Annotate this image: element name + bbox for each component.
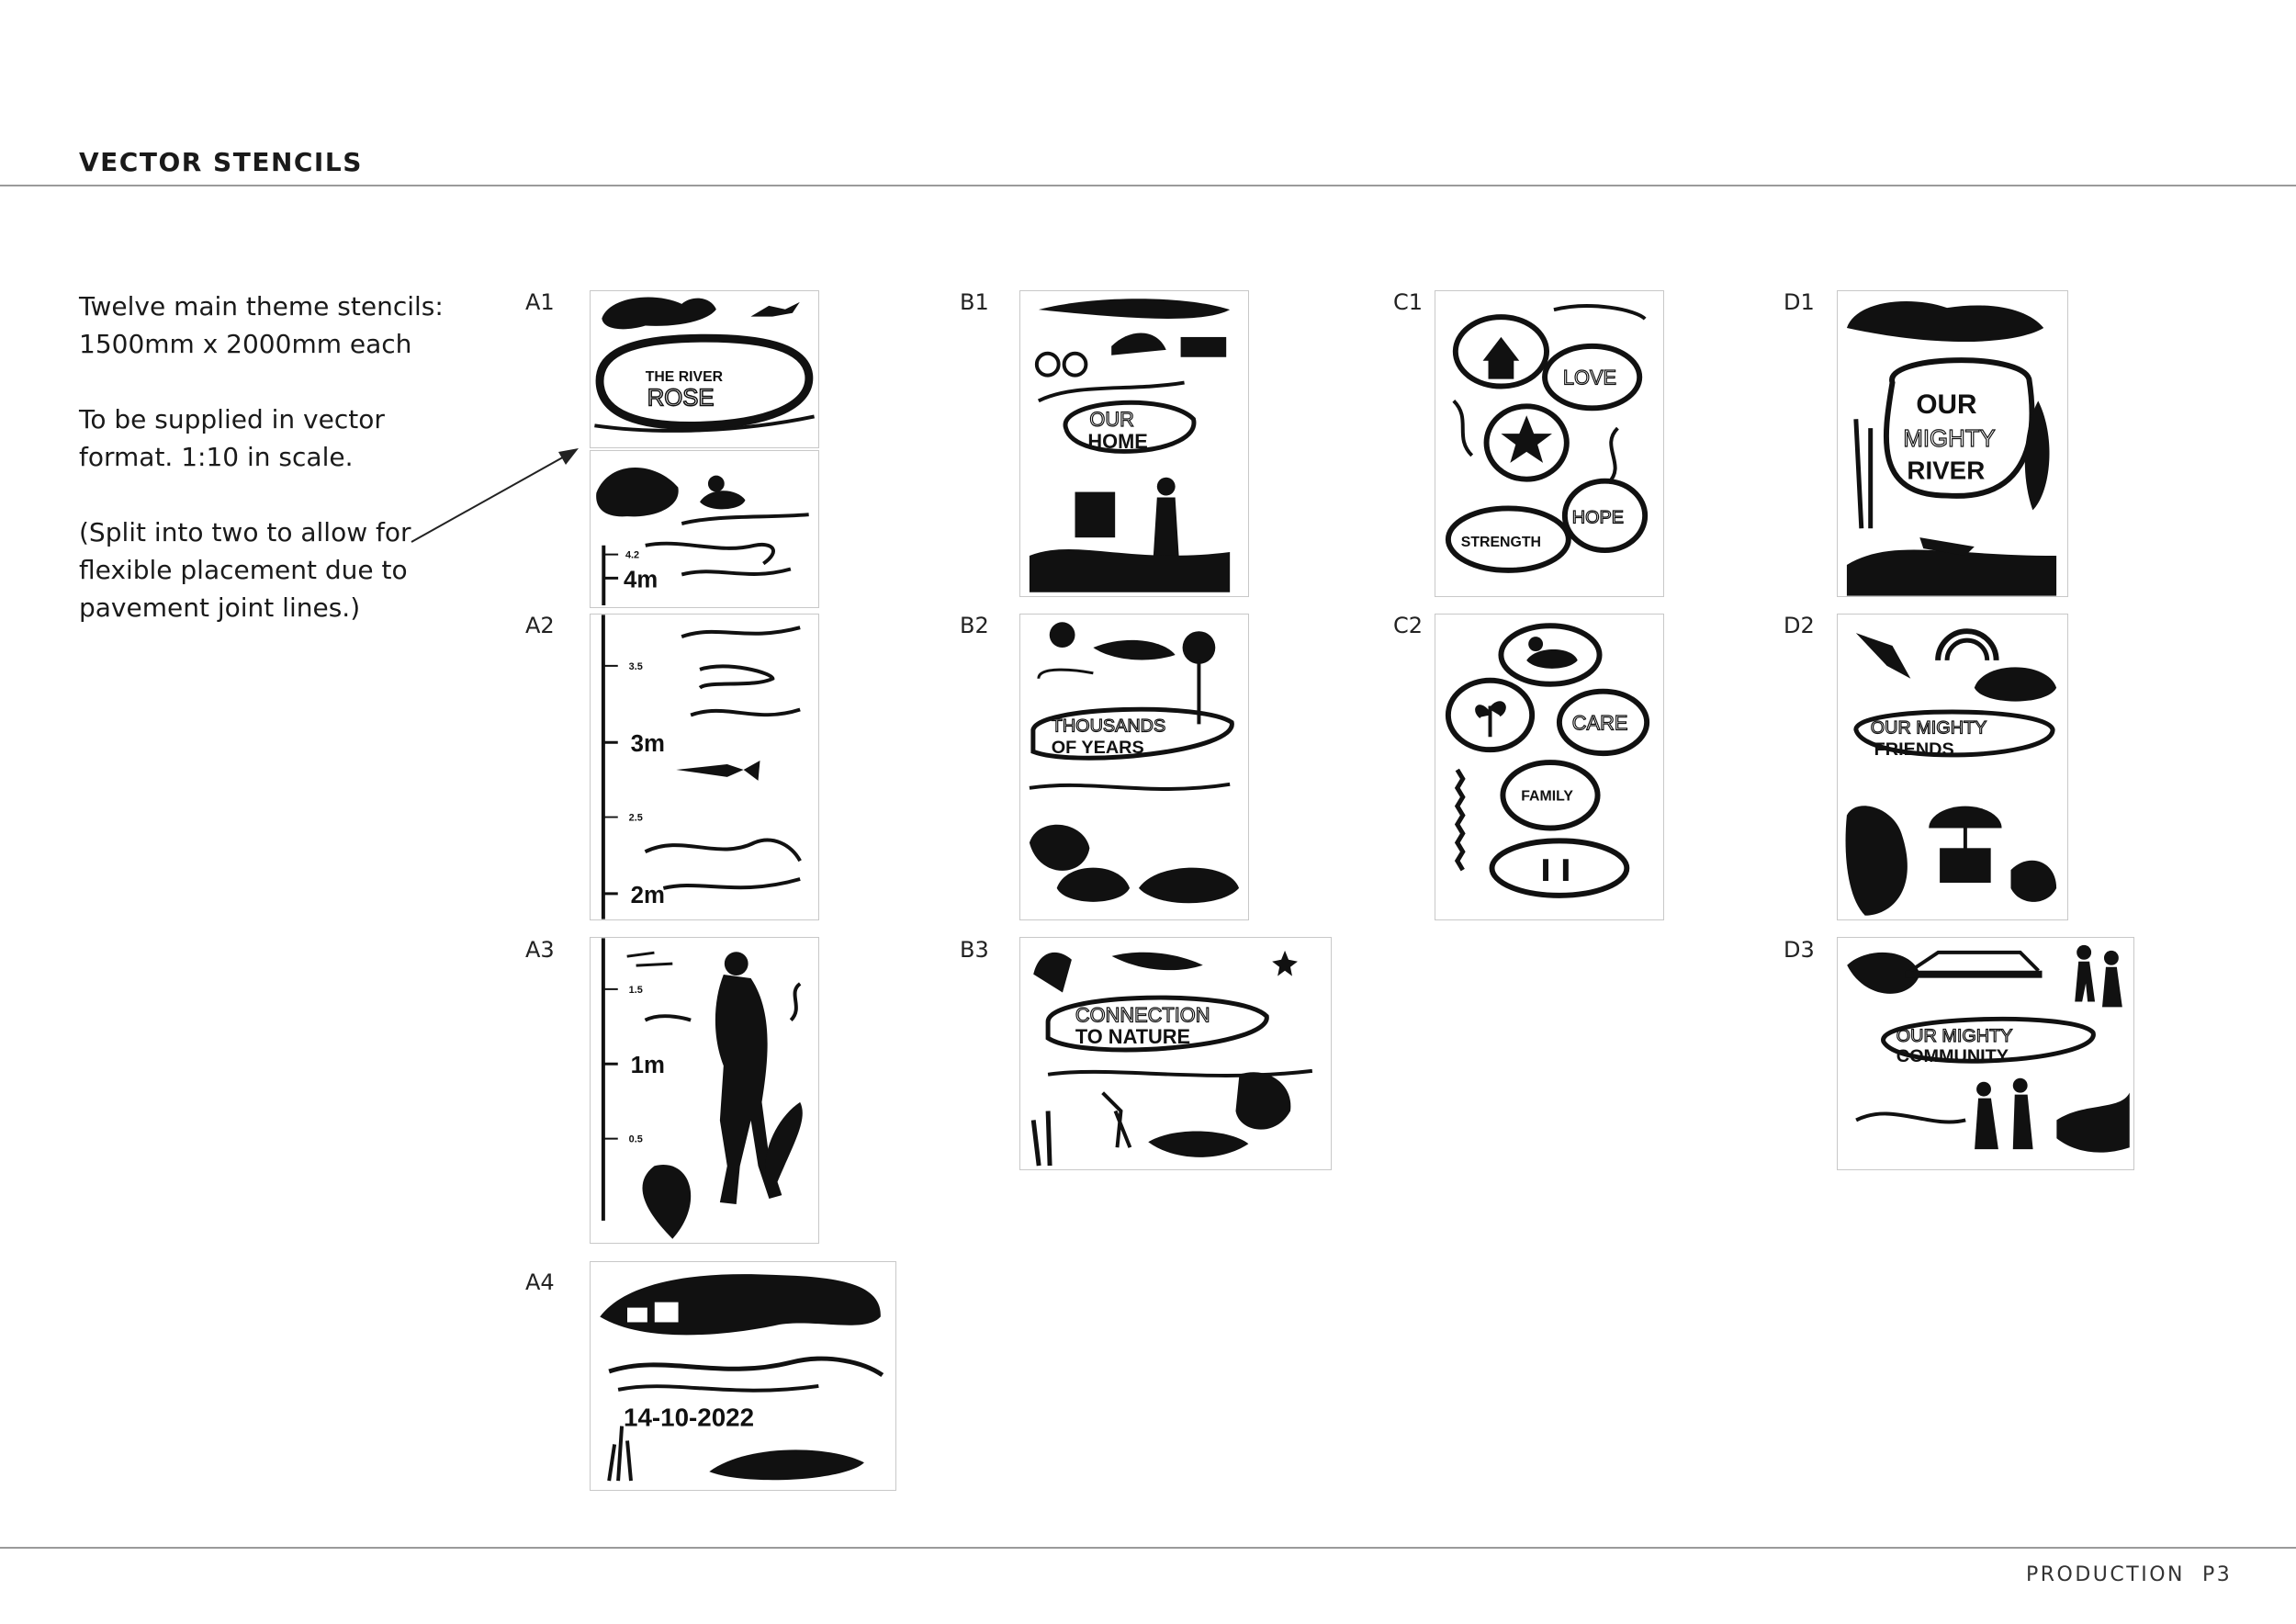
stencil-b2-artwork: THOUSANDS OF YEARS (1029, 622, 1240, 904)
stencil-text: THOUSANDS (1052, 716, 1166, 736)
stencil-a1-bottom: 4.2 4m (590, 450, 819, 608)
stencil-a1-top: THE RIVER ROSE (590, 290, 819, 448)
description-line: Twelve main theme stencils: (79, 291, 444, 321)
stencil-a3: 1.5 1m 0.5 (590, 937, 819, 1244)
stencil-label-b2: B2 (960, 613, 989, 638)
page-title: VECTOR STENCILS (79, 147, 363, 177)
stencil-text: RIVER (1907, 457, 1985, 485)
description-line: 1500mm x 2000mm each (79, 329, 412, 359)
stencil-text: MIGHTY (1903, 426, 1995, 452)
stencil-depth-tick: 4.2 (625, 550, 639, 561)
stencil-depth-marker: 4m (624, 567, 658, 592)
description-line: (Split into two to allow for (79, 517, 411, 547)
stencil-label-c1: C1 (1393, 289, 1424, 315)
stencil-c2-artwork: CARE FAMILY (1445, 623, 1650, 898)
stencil-text: OUR (1916, 389, 1976, 420)
stencil-d2-artwork: OUR MIGHTY FRIENDS (1845, 628, 2057, 916)
stencil-b1-artwork: OUR HOME (1029, 299, 1231, 592)
stencil-a4-artwork: 14-10-2022 (600, 1274, 884, 1482)
stencil-b1: OUR HOME (1019, 290, 1249, 597)
stencil-text: STRENGTH (1461, 535, 1541, 550)
stencil-text: FAMILY (1521, 789, 1573, 805)
stencil-text: HOME (1087, 430, 1147, 453)
stencil-text: OUR MIGHTY (1896, 1026, 2013, 1046)
stencil-text: OUR (1089, 408, 1133, 431)
stencil-label-d3: D3 (1784, 937, 1815, 963)
stencil-text: TO NATURE (1075, 1025, 1190, 1048)
description-line: format. 1:10 in scale. (79, 442, 354, 472)
stencil-text: OF YEARS (1052, 738, 1144, 758)
stencil-label-a1: A1 (525, 289, 555, 315)
stencil-label-a4: A4 (525, 1269, 555, 1295)
stencil-label-b3: B3 (960, 937, 989, 963)
stencil-a4: 14-10-2022 (590, 1261, 896, 1491)
stencil-label-d1: D1 (1784, 289, 1815, 315)
description-line: To be supplied in vector (79, 404, 385, 434)
stencil-text: THE RIVER (646, 369, 724, 385)
stencil-label-a2: A2 (525, 613, 555, 638)
stencil-d1-artwork: OUR MIGHTY RIVER (1846, 301, 2057, 596)
stencil-text: OUR MIGHTY (1871, 717, 1987, 738)
stencil-d3: OUR MIGHTY COMMUNITY (1837, 937, 2134, 1170)
stencil-depth-tick: 3.5 (629, 661, 643, 672)
header-divider (0, 185, 2296, 186)
description-line: flexible placement due to (79, 555, 408, 585)
description-line: pavement joint lines.) (79, 592, 361, 623)
stencil-text: ROSE (647, 386, 715, 412)
stencil-text: CARE (1572, 711, 1628, 734)
stencil-text: COMMUNITY (1896, 1046, 2009, 1066)
stencil-text: CONNECTION (1075, 1003, 1210, 1026)
stencil-c1: LOVE HOPE STRENGTH (1435, 290, 1664, 597)
stencil-a2: 3.5 3m 2.5 2m (590, 614, 819, 920)
stencil-text: LOVE (1563, 367, 1616, 389)
stencil-a3-artwork: 1.5 1m 0.5 (601, 938, 803, 1239)
stencil-date: 14-10-2022 (624, 1404, 754, 1432)
stencil-depth-tick: 1.5 (629, 985, 643, 996)
stencil-label-b1: B1 (960, 289, 989, 315)
stencil-depth-tick: 2.5 (629, 813, 643, 824)
footer-section: PRODUCTION (2026, 1563, 2185, 1586)
stencil-b2: THOUSANDS OF YEARS (1019, 614, 1249, 920)
stencil-label-c2: C2 (1393, 613, 1424, 638)
stencil-b3: CONNECTION TO NATURE (1019, 937, 1332, 1170)
stencil-label-d2: D2 (1784, 613, 1815, 638)
footer-divider (0, 1547, 2296, 1549)
stencil-label-a3: A3 (525, 937, 555, 963)
stencil-depth-tick: 0.5 (629, 1134, 643, 1145)
stencil-d3-artwork: OUR MIGHTY COMMUNITY (1847, 944, 2130, 1153)
stencil-text: FRIENDS (1874, 739, 1954, 760)
stencil-c1-artwork: LOVE HOPE STRENGTH (1445, 304, 1649, 573)
stencil-a1-bottom-artwork: 4.2 4m (596, 467, 809, 606)
footer-page-number: P3 (2202, 1563, 2233, 1586)
stencil-d1: OUR MIGHTY RIVER (1837, 290, 2068, 597)
stencil-depth-marker: 1m (631, 1053, 665, 1078)
stencil-depth-marker: 3m (631, 731, 665, 757)
stencil-b3-artwork: CONNECTION TO NATURE (1030, 950, 1313, 1167)
stencil-d2: OUR MIGHTY FRIENDS (1837, 614, 2068, 920)
stencil-a1-top-artwork: THE RIVER ROSE (594, 297, 815, 433)
stencil-c2: CARE FAMILY (1435, 614, 1664, 920)
split-pointer-arrow (411, 448, 579, 543)
stencil-depth-marker: 2m (631, 883, 665, 908)
stencil-a2-artwork: 3.5 3m 2.5 2m (601, 615, 802, 919)
stencil-text: HOPE (1572, 507, 1624, 527)
